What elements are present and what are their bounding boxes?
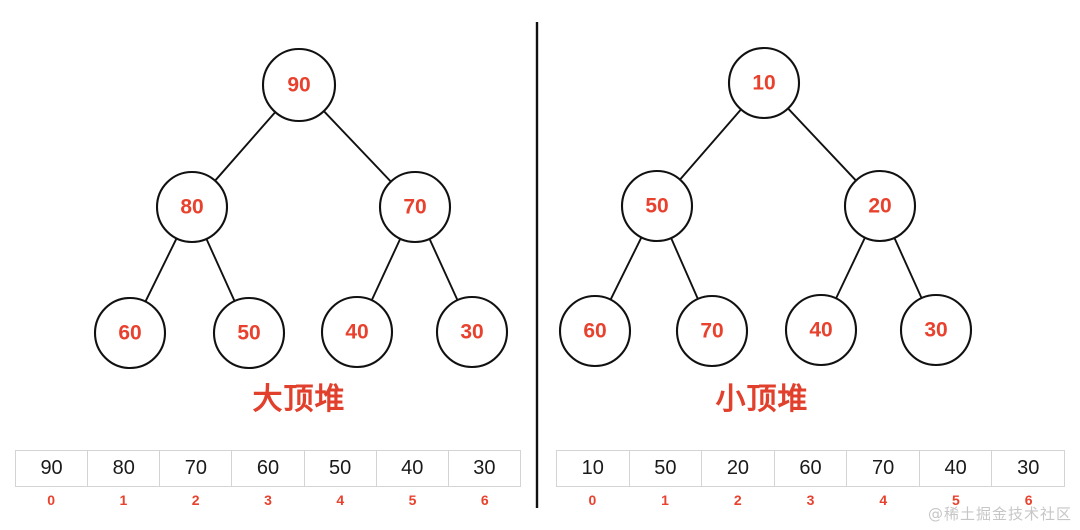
max-heap-node-30 xyxy=(435,295,509,369)
max-heap-node-label: 70 xyxy=(403,196,426,219)
max-heap-array-cell: 70 xyxy=(160,451,233,486)
min-heap-caption: 小顶堆 xyxy=(715,382,809,417)
max-heap-array-cell: 60 xyxy=(232,451,305,486)
min-heap-edge xyxy=(835,236,866,300)
max-heap-node-label: 50 xyxy=(237,322,260,345)
min-heap-array-cell: 40 xyxy=(920,451,993,486)
min-heap-index-cell: 0 xyxy=(588,492,597,508)
max-heap-node-70 xyxy=(378,170,452,244)
max-heap-array-cell: 50 xyxy=(305,451,377,486)
max-heap-node-label: 30 xyxy=(460,321,483,344)
max-heap-node-label: 80 xyxy=(180,196,203,219)
min-heap-index-row: 0 1 2 3 4 5 6 xyxy=(556,490,1065,510)
max-heap-edge xyxy=(205,237,236,303)
min-heap-edge xyxy=(609,236,643,301)
min-heap-node-60 xyxy=(558,294,632,368)
max-heap-index-cell: 3 xyxy=(264,492,272,508)
min-heap-node-70 xyxy=(675,294,749,368)
max-heap-array-cell: 30 xyxy=(449,451,521,486)
min-heap-array-cell: 60 xyxy=(775,451,848,486)
max-heap-array-cell: 40 xyxy=(377,451,449,486)
min-heap-array-cell: 50 xyxy=(630,451,703,486)
max-heap-caption: 大顶堆 xyxy=(252,382,346,417)
min-heap-node-label: 30 xyxy=(924,319,947,342)
min-heap-edge xyxy=(679,108,742,181)
min-heap-index-cell: 2 xyxy=(733,492,742,508)
min-heap-node-30 xyxy=(899,293,973,367)
max-heap-node-label: 90 xyxy=(287,74,310,97)
max-heap-array-cell: 90 xyxy=(16,451,89,486)
max-heap-array-cell: 80 xyxy=(88,451,161,486)
min-heap-array-cell: 10 xyxy=(557,451,630,486)
max-heap-index-cell: 0 xyxy=(47,492,56,508)
max-heap-node-50 xyxy=(212,296,286,370)
min-heap-node-label: 40 xyxy=(809,319,832,342)
min-heap-node-label: 60 xyxy=(583,320,606,343)
max-heap-edge xyxy=(428,237,459,302)
max-heap-index-cell: 5 xyxy=(408,492,417,508)
max-heap-node-80 xyxy=(155,170,229,244)
max-heap-index-row: 0 1 2 3 4 5 6 xyxy=(15,490,521,510)
min-heap-array-cell: 20 xyxy=(702,451,775,486)
max-heap-index-cell: 2 xyxy=(191,492,200,508)
min-heap-node-label: 10 xyxy=(752,72,775,95)
min-heap-index-cell: 3 xyxy=(806,492,815,508)
min-heap-node-10 xyxy=(727,46,801,120)
min-heap-edge xyxy=(893,236,923,300)
max-heap-edge xyxy=(322,110,392,183)
min-heap-index-cell: 4 xyxy=(879,492,888,508)
min-heap-index-cell: 1 xyxy=(661,492,669,508)
max-heap-node-90 xyxy=(261,47,337,123)
max-heap-edge xyxy=(214,111,277,182)
max-heap-node-60 xyxy=(93,296,167,370)
min-heap-node-20 xyxy=(843,169,917,243)
min-heap-edge xyxy=(670,237,699,300)
max-heap-edge xyxy=(144,237,178,303)
max-heap-index-cell: 1 xyxy=(119,492,128,508)
max-heap-index-cell: 6 xyxy=(480,492,489,508)
min-heap-node-50 xyxy=(620,169,694,243)
min-heap-node-label: 20 xyxy=(868,195,891,218)
min-heap-array-cell: 30 xyxy=(992,451,1066,486)
min-heap-node-label: 50 xyxy=(645,195,668,218)
max-heap-edge xyxy=(370,237,402,302)
min-heap-node-label: 70 xyxy=(700,320,723,343)
min-heap-array-cell: 70 xyxy=(847,451,920,486)
min-heap-edge xyxy=(787,107,857,182)
min-heap-index-cell: 5 xyxy=(952,492,960,508)
max-heap-node-40 xyxy=(320,295,394,369)
min-heap-index-cell: 6 xyxy=(1024,492,1033,508)
max-heap-index-cell: 4 xyxy=(336,492,345,508)
max-heap-node-label: 40 xyxy=(345,321,368,344)
max-heap-node-label: 60 xyxy=(118,322,141,345)
min-heap-node-40 xyxy=(784,293,858,367)
